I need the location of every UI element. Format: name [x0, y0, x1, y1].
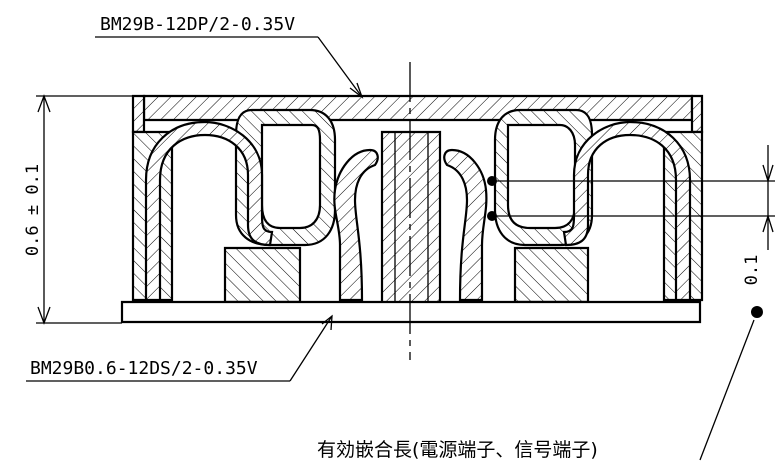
receptacle-housing [120, 130, 704, 324]
engage-note-label: 有効嵌合長(電源端子、信号端子) [317, 439, 598, 461]
engage-dimension-label: 0.1 [742, 255, 762, 286]
receptacle-part-leader [26, 314, 333, 382]
receptacle-contact-left [144, 120, 379, 302]
engage-dimension: 0.1 [492, 145, 775, 285]
receptacle-part-label: BM29B0.6-12DS/2-0.35V [30, 358, 258, 379]
height-dimension-label: 0.6 ± 0.1 [23, 164, 43, 256]
plug-part-leader [95, 36, 364, 99]
receptacle-contact-right [443, 120, 692, 302]
reference-dot [751, 306, 763, 318]
height-dimension: 0.6 ± 0.1 [23, 94, 133, 325]
plug-part-label: BM29B-12DP/2-0.35V [100, 14, 295, 35]
engage-note-leader [699, 319, 755, 461]
